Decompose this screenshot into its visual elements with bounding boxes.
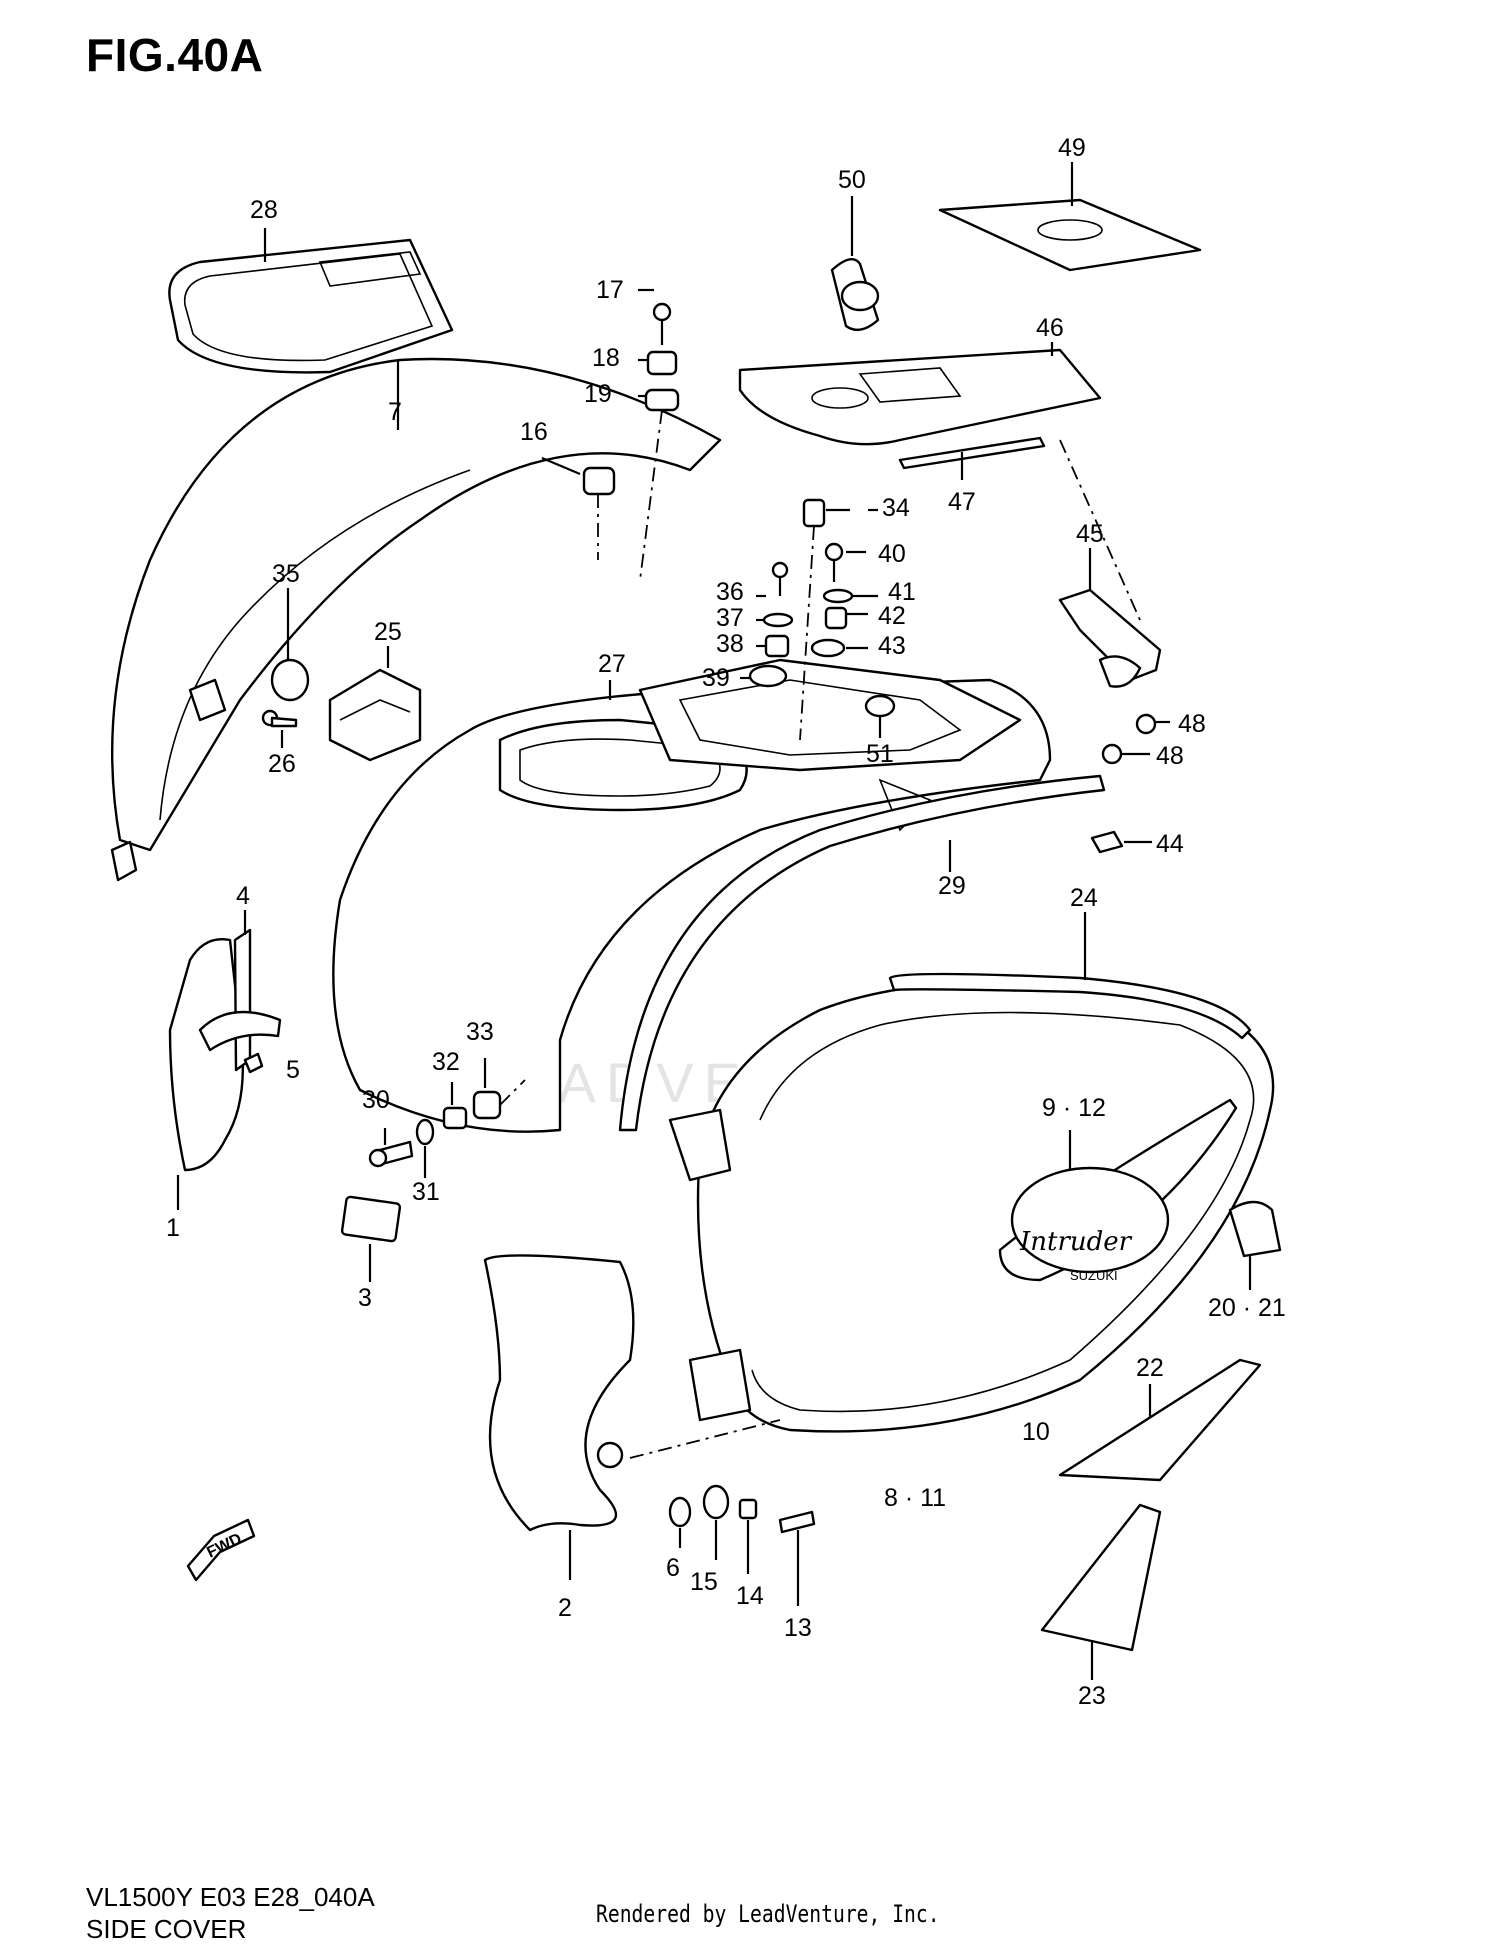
callout-48b: 48 xyxy=(1156,742,1184,770)
part-48-bolt-a xyxy=(1135,713,1157,735)
part-47-strip xyxy=(898,436,1046,470)
part-25-35-26-bracket xyxy=(261,588,422,762)
callout-20-21: 20 · 21 xyxy=(1208,1294,1286,1322)
callout-39: 39 xyxy=(702,664,730,692)
callout-7: 7 xyxy=(388,398,402,426)
callout-8-11: 8 · 11 xyxy=(884,1484,946,1512)
part-44-clip xyxy=(1090,830,1124,854)
callout-51: 51 xyxy=(866,740,894,768)
fastener-group-34-51 xyxy=(740,498,896,741)
model-code: VL1500Y E03 E28_040A xyxy=(86,1882,375,1912)
fastener-group-6-15 xyxy=(629,1419,816,1606)
callout-25: 25 xyxy=(374,618,402,646)
fastener-group-16-19 xyxy=(541,288,680,581)
callout-48a: 48 xyxy=(1178,710,1206,738)
part-10-side-cover xyxy=(668,981,1275,1433)
part-20-21-reflector xyxy=(1228,1200,1282,1258)
callout-28: 28 xyxy=(250,196,278,224)
callout-46: 46 xyxy=(1036,314,1064,342)
callout-26: 26 xyxy=(268,750,296,778)
callout-44: 44 xyxy=(1156,830,1184,858)
callout-33: 33 xyxy=(466,1018,494,1046)
part-48-bolt-b xyxy=(1101,743,1123,765)
emblem-brand-text: SUZUKI xyxy=(1070,1268,1118,1283)
callout-30: 30 xyxy=(362,1086,390,1114)
callout-14: 14 xyxy=(736,1582,764,1610)
part-45-bracket xyxy=(1058,439,1162,688)
figure-title: FIG.40A xyxy=(86,29,264,81)
part-1-bracket-cover xyxy=(168,910,282,1210)
part-49-hole xyxy=(1037,219,1103,241)
callout-1: 1 xyxy=(166,1214,180,1242)
callout-42: 42 xyxy=(878,602,906,630)
part-27-seat-base xyxy=(332,658,1052,1133)
callout-4: 4 xyxy=(236,882,250,910)
callout-49: 49 xyxy=(1058,134,1086,162)
callout-41: 41 xyxy=(888,578,916,606)
part-46-cover-plate xyxy=(738,342,1102,446)
callout-47: 47 xyxy=(948,488,976,516)
callout-18: 18 xyxy=(592,344,620,372)
callout-45: 45 xyxy=(1076,520,1104,548)
callout-32: 32 xyxy=(432,1048,460,1076)
emblem-script-text: Intruder xyxy=(1019,1227,1133,1257)
callout-3: 3 xyxy=(358,1284,372,1312)
callout-31: 31 xyxy=(412,1178,440,1206)
part-2-frame-cover xyxy=(483,1254,635,1580)
callout-19: 19 xyxy=(584,380,612,408)
fwd-direction-arrow: FWD xyxy=(186,1518,256,1582)
fastener-group-30-33 xyxy=(368,1058,526,1178)
callout-27: 27 xyxy=(598,650,626,678)
part-24-molding xyxy=(888,912,1252,1040)
part-7-rear-fender xyxy=(110,357,722,882)
callout-50: 50 xyxy=(838,166,866,194)
callout-40: 40 xyxy=(878,540,906,568)
callout-38: 38 xyxy=(716,630,744,658)
section-name: SIDE COVER xyxy=(86,1914,247,1944)
part-22-decal xyxy=(1058,1358,1262,1482)
callout-24: 24 xyxy=(1070,884,1098,912)
callout-35: 35 xyxy=(272,560,300,588)
callout-6: 6 xyxy=(666,1554,680,1582)
part-29-trim-strip xyxy=(618,774,1106,1132)
callout-22: 22 xyxy=(1136,1354,1164,1382)
callout-15: 15 xyxy=(690,1568,718,1596)
callout-37: 37 xyxy=(716,604,744,632)
part-3-pad xyxy=(340,1195,402,1243)
part-28-pad xyxy=(168,228,454,374)
callout-36: 36 xyxy=(716,578,744,606)
callout-29: 29 xyxy=(938,872,966,900)
callout-34: 34 xyxy=(882,494,910,522)
part-9-12-emblem: Intruder SUZUKI xyxy=(998,1098,1238,1283)
part-23-decal xyxy=(1040,1503,1162,1652)
render-credit: Rendered by LeadVenture, Inc. xyxy=(596,1900,940,1928)
callout-9-12: 9 · 12 xyxy=(1042,1094,1106,1122)
part-49-seal xyxy=(938,198,1202,272)
callout-16: 16 xyxy=(520,418,548,446)
callout-43: 43 xyxy=(878,632,906,660)
callout-labels: 28 49 50 46 47 17 18 19 16 7 35 25 26 27… xyxy=(166,134,1286,1710)
callout-17: 17 xyxy=(596,276,624,304)
callout-23: 23 xyxy=(1078,1682,1106,1710)
callout-10: 10 xyxy=(1022,1418,1050,1446)
part-50-lock xyxy=(830,196,880,332)
callout-13: 13 xyxy=(784,1614,812,1642)
callout-5: 5 xyxy=(286,1056,300,1084)
callout-2: 2 xyxy=(558,1594,572,1622)
